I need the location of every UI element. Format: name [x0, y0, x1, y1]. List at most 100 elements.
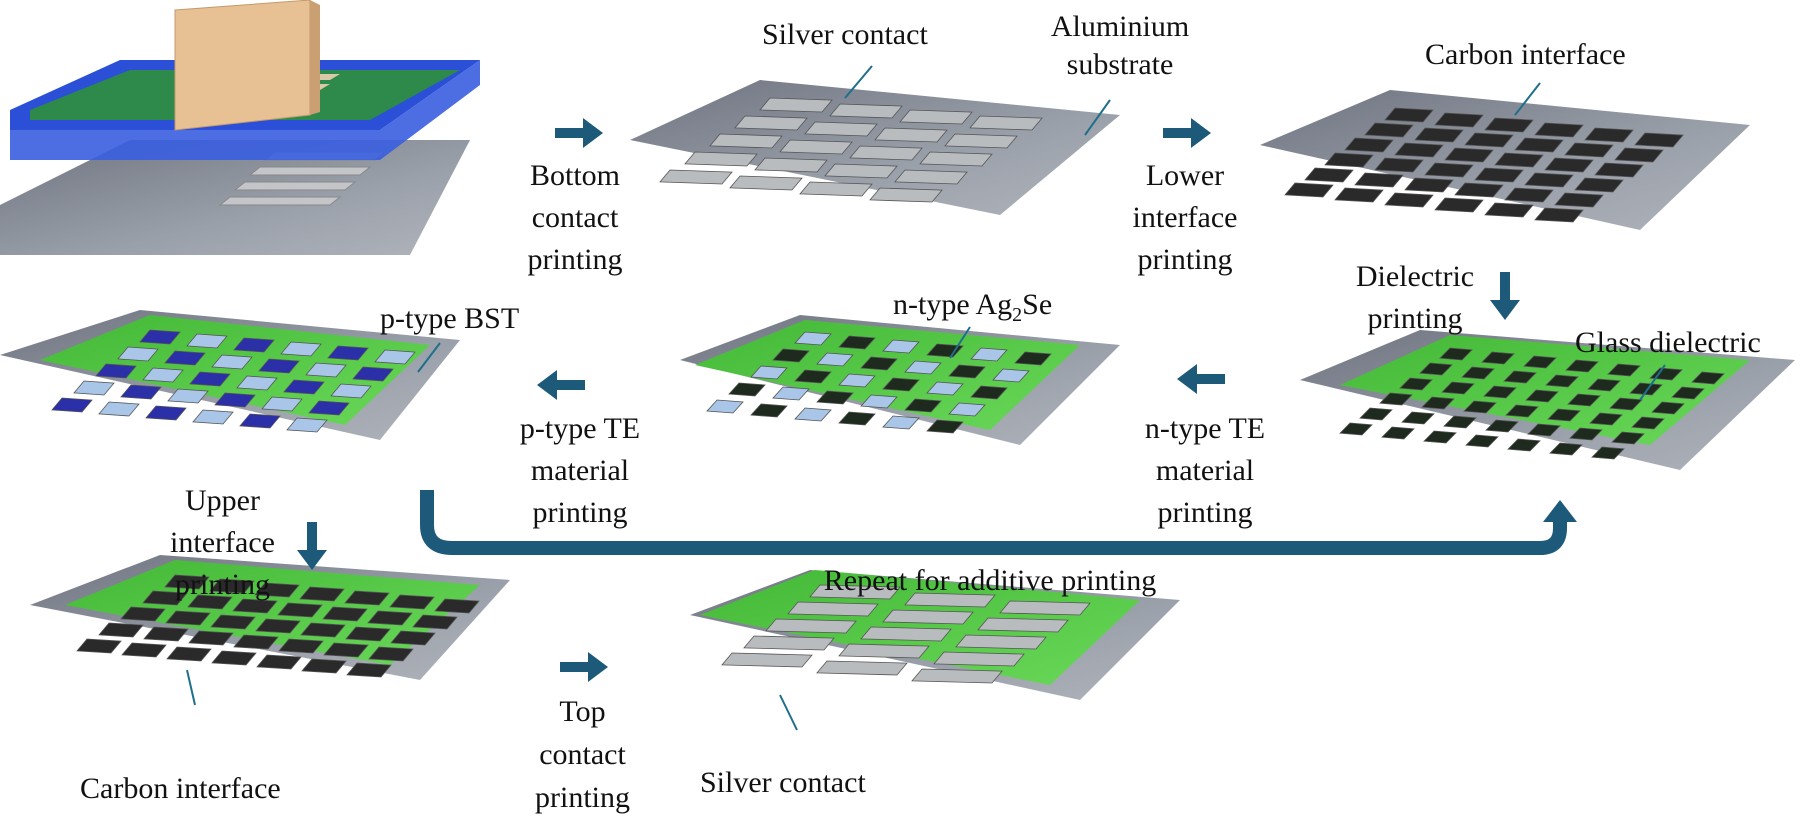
glass-layer [700, 570, 1140, 685]
loop-arrow-head-icon [1543, 500, 1577, 522]
carbon-pad [1444, 147, 1494, 163]
step-bottom-contact-printing: Bottom contact printing [505, 155, 645, 281]
n-type-cell [838, 411, 876, 426]
silver-contact-pad [765, 618, 857, 634]
dielectric-opening [1463, 400, 1497, 414]
dielectric-opening [1439, 347, 1473, 361]
carbon-pad [1474, 167, 1524, 183]
n-type-cell [838, 373, 876, 388]
carbon-pad [1534, 207, 1584, 223]
dielectric-opening [1549, 442, 1583, 456]
dielectric-opening [1567, 393, 1601, 407]
dielectric-opening [1461, 366, 1495, 380]
silver-contact-pad [955, 634, 1047, 650]
te-cell [308, 400, 350, 416]
carbon-pad [1424, 162, 1474, 178]
glass-dielectric-leader [1639, 364, 1666, 401]
carbon-pad [255, 618, 301, 634]
step-lower-interface-printing: Lower interface printing [1110, 155, 1260, 281]
silver-contact-leader [779, 694, 798, 731]
te-cell [214, 392, 256, 408]
dielectric-opening [1671, 386, 1705, 400]
dielectric-opening [1591, 446, 1625, 460]
silver-contact-pad [824, 163, 898, 179]
n-type-cell [948, 402, 986, 417]
silver-contact-pad [838, 643, 930, 659]
te-cell [192, 409, 234, 425]
dielectric-opening [1419, 362, 1453, 376]
dielectric-opening [1359, 407, 1393, 421]
n-type-cell [728, 382, 766, 397]
callout-silver-contact-bottom: Silver contact [700, 766, 866, 799]
callout-silver-contact: Silver contact [762, 18, 928, 51]
callout-line: Aluminium [1050, 10, 1190, 43]
silver-contact-leader [844, 65, 873, 99]
carbon-pad [164, 574, 210, 590]
silver-contact-array [721, 584, 1091, 684]
te-cell [327, 345, 369, 361]
carbon-pad [209, 578, 255, 594]
silver-contact-pad [779, 139, 853, 155]
silver-contact-pad [933, 651, 1025, 667]
te-cell [211, 354, 253, 370]
silver-contact-pad [919, 151, 993, 167]
n-type-cell [816, 352, 854, 367]
silver-contact-pad [944, 133, 1018, 149]
dielectric-opening [1589, 412, 1623, 426]
dielectric-opening [1483, 385, 1517, 399]
dielectric-opening [1649, 367, 1683, 381]
panel-bottom-contact [630, 80, 1120, 215]
step-label-line: printing [175, 568, 270, 601]
carbon-pad [1484, 117, 1534, 133]
silver-contact-array [659, 97, 1043, 203]
step-label-line: Lower [1145, 159, 1225, 192]
te-cell [167, 388, 209, 404]
te-cell [51, 397, 93, 413]
silver-contact-pad [860, 626, 952, 642]
panel-p-type [0, 310, 460, 440]
dielectric-opening [1631, 416, 1665, 430]
te-cell [95, 363, 137, 379]
n-type-cell [816, 390, 854, 405]
loop-arrow-icon [420, 490, 1567, 555]
carbon-pad [76, 638, 122, 654]
te-cell [330, 383, 372, 399]
right-arrow-icon [555, 118, 603, 148]
glass-layer [40, 315, 430, 425]
carbon-pad [211, 650, 257, 666]
n-type-cell [882, 339, 920, 354]
dielectric-opening [1691, 371, 1725, 385]
carbon-pad [344, 590, 390, 606]
carbon-pad [277, 602, 323, 618]
carbon-pad [412, 614, 458, 630]
silver-contact-pad [816, 660, 908, 676]
carbon-pad [368, 646, 414, 662]
n-type-cell [948, 364, 986, 379]
dielectric-opening [1629, 382, 1663, 396]
silver-contact-pad [659, 169, 733, 185]
silver-contact-pad [829, 103, 903, 119]
silver-contact-pad [911, 668, 1003, 684]
right-arrow-icon [560, 652, 608, 682]
dielectric-opening [1565, 359, 1599, 373]
carbon-pad [1464, 132, 1514, 148]
carbon-pad [1564, 142, 1614, 158]
te-cell [352, 366, 394, 382]
te-cell [258, 358, 300, 374]
screen-frame-side [10, 60, 480, 160]
dielectric-opening [1523, 355, 1557, 369]
carbon-interface-array [76, 574, 480, 678]
n-type-leader [949, 326, 971, 359]
panel-screen-printing [0, 0, 480, 255]
carbon-pad [1434, 197, 1484, 213]
n-type-array [706, 331, 1052, 434]
carbon-pad [1524, 172, 1574, 188]
dielectric-opening [1481, 351, 1515, 365]
down-arrow-icon [297, 522, 327, 570]
step-label-line: interface [170, 526, 275, 559]
callout-carbon-interface: Carbon interface [1425, 38, 1626, 71]
step-p-type-printing: p-type TE material printing [505, 408, 655, 534]
carbon-pad [1384, 107, 1434, 123]
panel-top-contact [690, 570, 1180, 700]
